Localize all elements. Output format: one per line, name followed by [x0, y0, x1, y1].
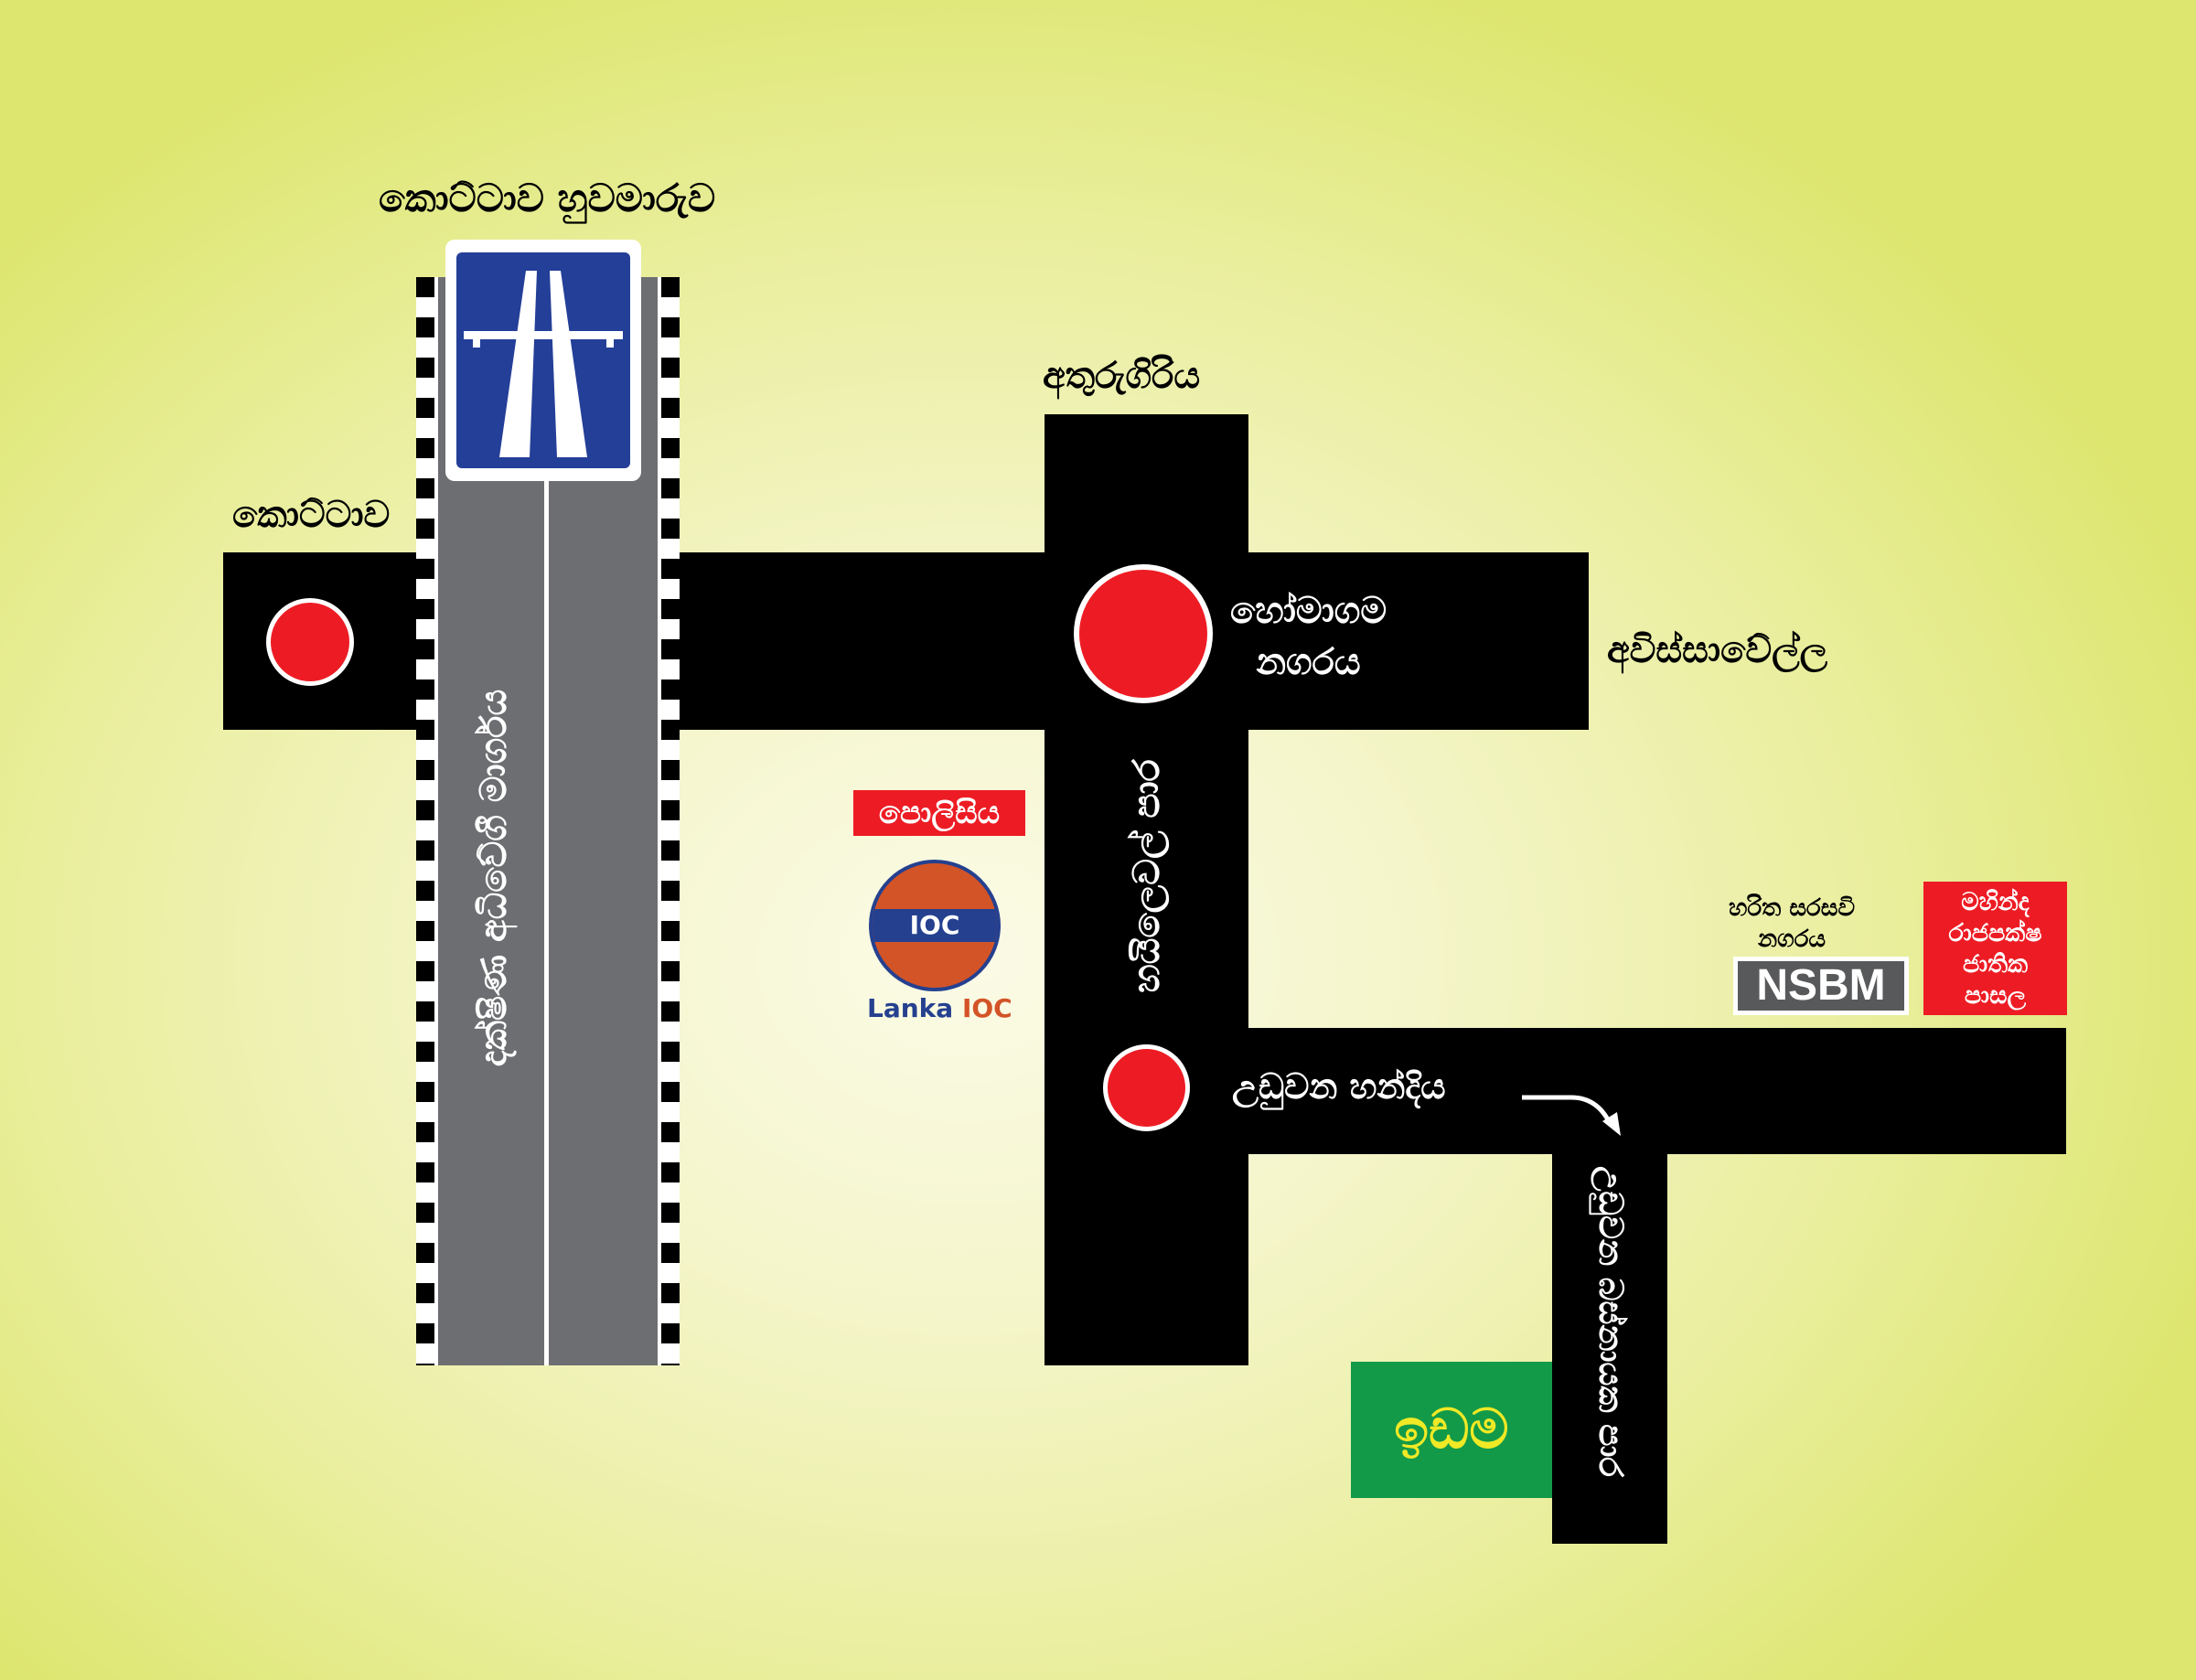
- junction-marker-icon: [266, 598, 354, 686]
- junction-marker-icon: [1103, 1044, 1190, 1131]
- athurugiriya-label: අතුරුගිරිය: [1043, 355, 1201, 397]
- expressway-label: දක්ෂිණ අධිවේගී මාර්ගය: [473, 689, 515, 1067]
- ioc-badge-text: IOC: [873, 909, 997, 942]
- green-university-label: හරිත සරසවි නගරය: [1729, 894, 1856, 953]
- lanka-ioc-label: Lanka IOC: [867, 993, 1012, 1023]
- expressway-sign-icon: [445, 240, 641, 481]
- turn-arrow-icon: [1522, 1095, 1621, 1136]
- avissawella-label: අවිස්සාවේල්ල: [1607, 629, 1828, 671]
- expressway-edge-left: [434, 277, 438, 1365]
- uduwana-road-label: උඩුවන බස්නායක පාර: [1591, 1165, 1629, 1478]
- police-badge: පොලිසිය: [853, 790, 1025, 836]
- nsbm-badge: NSBM: [1733, 957, 1909, 1015]
- land-badge: ඉඩම: [1351, 1362, 1552, 1498]
- uduwana-road: [1552, 1028, 1667, 1544]
- kottawa-label: කොට්ටාව: [232, 494, 391, 536]
- expressway-lane-divider: [544, 277, 549, 1365]
- homagama-label: හෝමාගම නගරය: [1230, 590, 1387, 683]
- expressway-edge-right: [658, 277, 661, 1365]
- kottawa-interchange-label: කොට්ටාව හුවමාරුව: [379, 176, 716, 220]
- junction-marker-icon: [1074, 564, 1213, 703]
- uduwana-junction-label: උඩුවන හන්දිය: [1232, 1066, 1446, 1107]
- high-level-road-label: හයිලෙවල් පාර: [1126, 759, 1168, 993]
- ioc-logo-icon: IOC: [869, 860, 1001, 991]
- school-badge: මහින්ද රාජපක්ෂ ජාතික පාසල: [1923, 882, 2067, 1015]
- nsbm-text: NSBM: [1738, 961, 1904, 1011]
